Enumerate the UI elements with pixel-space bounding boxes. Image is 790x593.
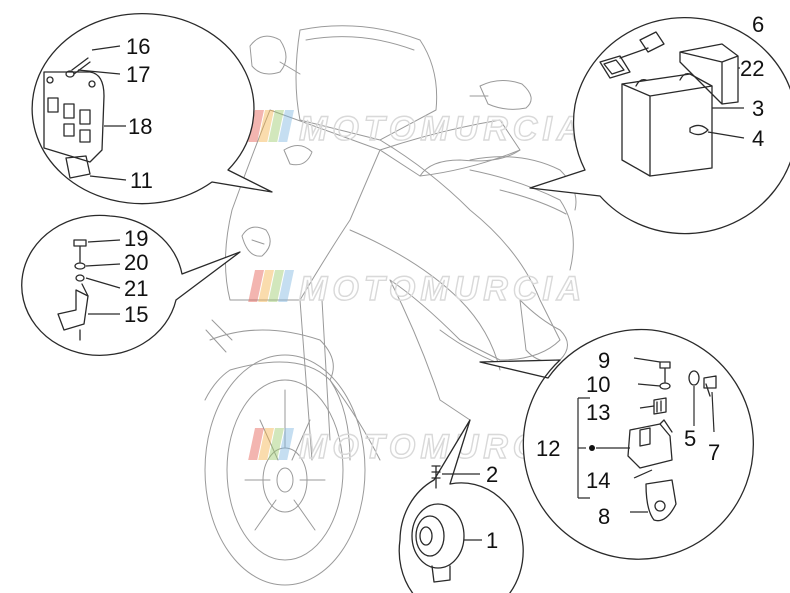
washer-icon <box>688 370 700 386</box>
callout-battery: 6 22 3 4 <box>529 12 790 235</box>
part-label-3: 3 <box>752 96 764 121</box>
bracket-icon <box>645 479 677 522</box>
part-label-9: 9 <box>598 348 610 373</box>
part-label-15: 15 <box>124 302 148 327</box>
washer-icon <box>75 274 85 282</box>
screw-icon <box>431 465 441 489</box>
part-label-16: 16 <box>126 34 150 59</box>
scooter-outline <box>204 25 577 586</box>
part-label-11: 11 <box>130 168 153 193</box>
clamp-icon <box>689 124 709 136</box>
relay-icon <box>65 155 91 179</box>
part-label-19: 19 <box>124 226 148 251</box>
part-label-4: 4 <box>752 126 764 151</box>
relay-board-bracket <box>43 71 105 163</box>
watermark-text: MOTOMURCIA <box>299 110 586 148</box>
part-label-8: 8 <box>598 504 610 529</box>
callout-bracket: 19 20 21 15 <box>21 214 241 357</box>
part-label-10: 10 <box>586 372 610 397</box>
group-dot <box>589 445 595 451</box>
part-label-6: 6 <box>752 12 764 37</box>
part-label-2: 2 <box>486 462 498 487</box>
callout-horn: 2 1 <box>398 419 524 593</box>
part-label-7: 7 <box>708 440 720 465</box>
screw-icon <box>703 375 717 397</box>
watermark-text: MOTOMURCIA <box>299 270 586 308</box>
part-label-17: 17 <box>126 62 150 87</box>
battery-pad-icon <box>679 43 739 105</box>
part-label-21: 21 <box>124 276 148 301</box>
part-label-1: 1 <box>486 528 498 553</box>
part-label-22: 22 <box>740 56 764 81</box>
screw-icon <box>71 57 91 75</box>
front-badge-icon <box>241 226 271 257</box>
part-label-18: 18 <box>128 114 152 139</box>
screw-icon <box>73 239 87 263</box>
horn-icon <box>411 503 465 569</box>
part-label-5: 5 <box>684 426 696 451</box>
callout-regulator: 9 10 13 12 14 8 5 7 <box>479 328 754 560</box>
part-label-13: 13 <box>586 400 610 425</box>
washer-icon <box>65 70 75 78</box>
battery-strap-icon <box>599 55 631 79</box>
washer-icon <box>74 262 86 270</box>
part-label-12: 12 <box>536 436 560 461</box>
part-label-14: 14 <box>586 468 610 493</box>
part-label-20: 20 <box>124 250 148 275</box>
connector-icon <box>653 397 667 415</box>
screw-icon <box>659 361 671 383</box>
callout-relay-board: 16 17 18 11 <box>31 12 273 205</box>
